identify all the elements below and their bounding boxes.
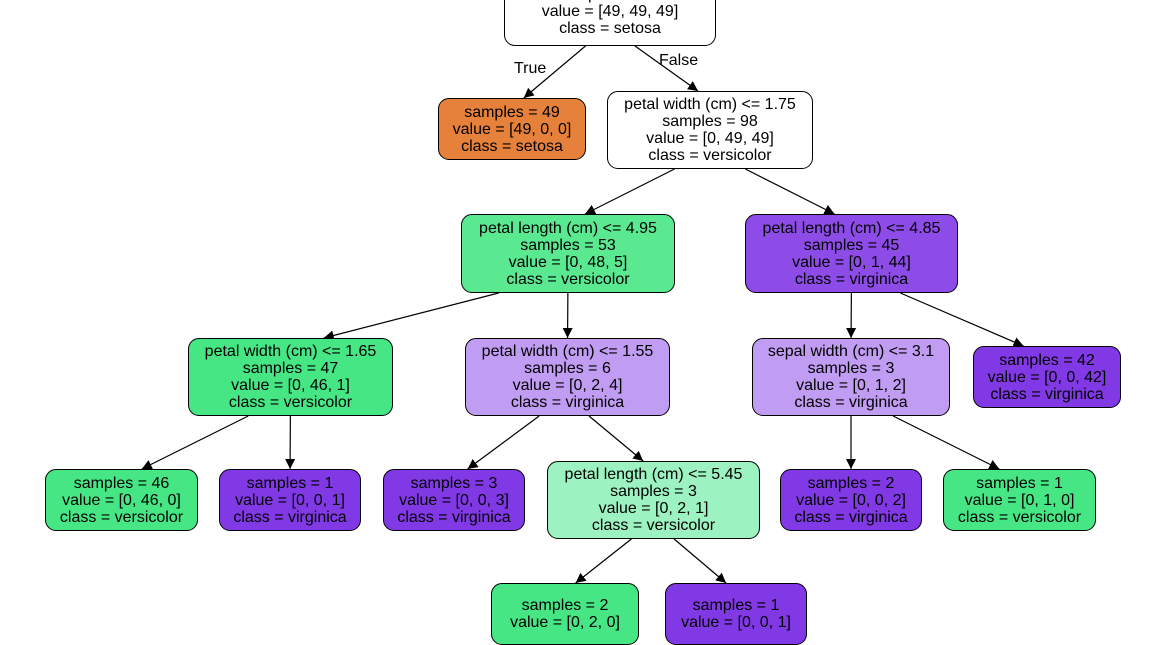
node-text-line: value = [0, 1, 2] [796, 377, 906, 394]
node-text-line: samples = 49 [464, 104, 560, 121]
node-text-line: value = [0, 0, 1] [235, 492, 345, 509]
tree-edge-arrow [142, 416, 248, 469]
node-text-line: petal width (cm) <= 1.75 [624, 96, 796, 113]
node-text-line: samples = 1 [693, 597, 780, 614]
node-text-line: petal length (cm) <= 4.85 [763, 220, 941, 237]
node-text-line: samples = 3 [411, 475, 498, 492]
node-text-line: class = virginica [990, 386, 1103, 403]
node-text-line: class = virginica [794, 394, 907, 411]
node-text-line: value = [0, 1, 0] [965, 492, 1075, 509]
node-text-line: samples = 98 [662, 113, 758, 130]
node-text-line: petal length (cm) <= 5.45 [565, 466, 743, 483]
tree-edge-arrow [745, 169, 834, 214]
node-text-line: class = virginica [233, 509, 346, 526]
node-text-line: samples = 2 [808, 475, 895, 492]
true-edge-label: True [514, 60, 546, 77]
node-text-line: class = virginica [795, 271, 908, 288]
tree-edge-arrow [674, 539, 726, 583]
node-text-line: value = [0, 1, 44] [792, 254, 911, 271]
node-text-line: samples = 46 [74, 475, 170, 492]
tree-edge-arrow [589, 416, 643, 461]
node-text-line: samples = 3 [808, 360, 895, 377]
node-text-line: value = [0, 46, 0] [62, 492, 181, 509]
false-edge-label: False [659, 52, 698, 69]
node-text-line: samples = 45 [804, 237, 900, 254]
node-text-line: samples = 6 [524, 360, 611, 377]
node-text-line: value = [0, 46, 1] [231, 377, 350, 394]
node-text-line: class = setosa [461, 138, 563, 155]
node-text-line: sepal width (cm) <= 3.1 [768, 343, 934, 360]
tree-node: samples = 147value = [49, 49, 49]class =… [504, 0, 716, 46]
node-text-line: petal width (cm) <= 1.65 [205, 343, 377, 360]
tree-edge-arrow [468, 416, 540, 469]
node-text-line: samples = 1 [247, 475, 334, 492]
node-text-line: value = [0, 49, 49] [646, 130, 774, 147]
tree-edge-arrow [893, 416, 999, 469]
node-text-line: samples = 3 [610, 483, 697, 500]
node-text-line: class = versicolor [958, 509, 1081, 526]
node-text-line: samples = 53 [520, 237, 616, 254]
node-text-line: class = versicolor [648, 147, 771, 164]
node-text-line: samples = 42 [999, 352, 1095, 369]
tree-edge-arrow [576, 539, 632, 583]
node-text-line: value = [0, 0, 3] [399, 492, 509, 509]
node-text-line: value = [0, 0, 2] [796, 492, 906, 509]
node-text-line: value = [0, 48, 5] [509, 254, 628, 271]
node-text-line: samples = 47 [243, 360, 339, 377]
node-text-line: value = [0, 2, 4] [513, 377, 623, 394]
node-text-line: value = [49, 49, 49] [542, 3, 679, 20]
node-text-line: value = [0, 0, 42] [988, 369, 1107, 386]
node-text-line: class = virginica [794, 509, 907, 526]
node-text-line: petal length (cm) <= 4.95 [479, 220, 657, 237]
node-text-line: class = virginica [511, 394, 624, 411]
node-text-line: petal width (cm) <= 1.55 [482, 343, 654, 360]
node-text-line: value = [0, 2, 1] [599, 500, 709, 517]
node-text-line: samples = 1 [976, 475, 1063, 492]
node-text-line: class = versicolor [60, 509, 183, 526]
node-text-line: class = versicolor [506, 271, 629, 288]
node-text-line: value = [49, 0, 0] [453, 121, 572, 138]
node-text-line: class = versicolor [229, 394, 352, 411]
node-text-line: value = [0, 0, 1] [681, 614, 791, 631]
node-text-line: class = setosa [559, 20, 661, 37]
tree-edge-arrow [324, 293, 499, 338]
node-text-line: samples = 2 [522, 597, 609, 614]
node-text-line: class = virginica [397, 509, 510, 526]
tree-edge-arrow [585, 169, 674, 214]
decision-tree-diagram: samples = 147value = [49, 49, 49]class =… [0, 0, 1168, 613]
node-text-line: class = versicolor [592, 517, 715, 534]
node-text-line: value = [0, 2, 0] [510, 614, 620, 631]
